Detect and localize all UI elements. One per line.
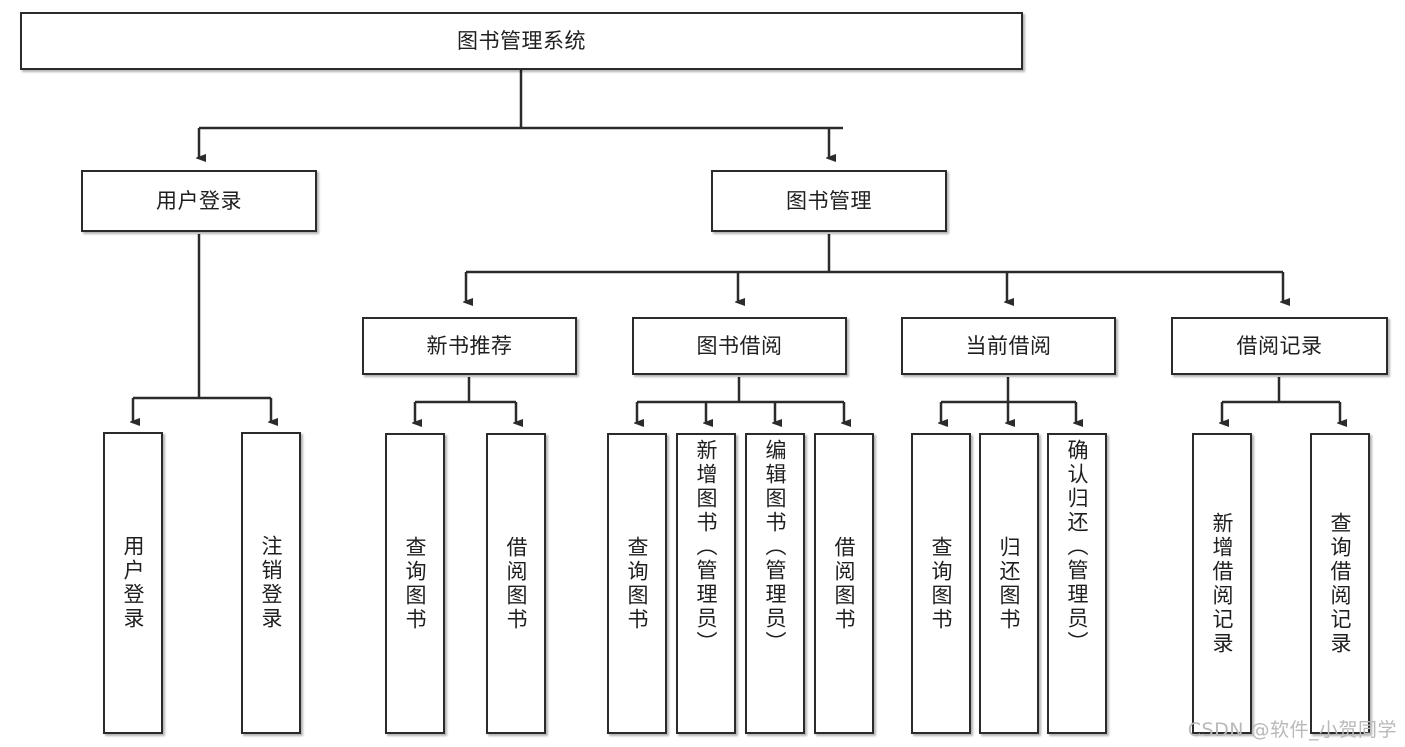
node-label: 编辑图书（管理员） bbox=[763, 439, 788, 655]
node-label: 新书推荐 bbox=[426, 333, 513, 358]
node-leaf-query-book-3[interactable]: 查询图书 bbox=[911, 433, 971, 734]
node-label: 当前借阅 bbox=[965, 333, 1052, 358]
node-label: 新增图书（管理员） bbox=[694, 439, 719, 655]
node-leaf-borrow-book-1[interactable]: 借阅图书 bbox=[486, 433, 546, 734]
node-book-management[interactable]: 图书管理 bbox=[711, 170, 947, 232]
node-label: 图书管理 bbox=[786, 188, 872, 213]
node-label: 查询图书 bbox=[403, 535, 428, 632]
node-book-management-system[interactable]: 图书管理系统 bbox=[20, 12, 1023, 70]
node-label: 查询图书 bbox=[929, 535, 954, 632]
node-leaf-logout-login[interactable]: 注销登录 bbox=[241, 432, 301, 734]
node-label: 确认归还（管理员） bbox=[1065, 439, 1090, 655]
node-leaf-query-book-2[interactable]: 查询图书 bbox=[607, 433, 667, 734]
node-leaf-edit-book[interactable]: 编辑图书（管理员） bbox=[745, 433, 805, 734]
node-leaf-confirm-return[interactable]: 确认归还（管理员） bbox=[1047, 433, 1107, 734]
node-label: 图书管理系统 bbox=[457, 28, 586, 53]
node-book-borrow[interactable]: 图书借阅 bbox=[632, 317, 847, 375]
node-label: 借阅图书 bbox=[504, 535, 529, 632]
node-label: 查询图书 bbox=[625, 535, 650, 632]
node-label: 借阅图书 bbox=[832, 535, 857, 632]
node-leaf-add-borrow-record[interactable]: 新增借阅记录 bbox=[1192, 433, 1252, 734]
node-label: 查询借阅记录 bbox=[1328, 511, 1353, 656]
watermark-text: CSDN @软件_小贺同学 bbox=[1187, 719, 1397, 741]
node-leaf-add-book[interactable]: 新增图书（管理员） bbox=[676, 433, 736, 734]
node-leaf-borrow-book-2[interactable]: 借阅图书 bbox=[814, 433, 874, 734]
node-new-book-recommend[interactable]: 新书推荐 bbox=[362, 317, 577, 375]
node-leaf-return-book[interactable]: 归还图书 bbox=[979, 433, 1039, 734]
node-label: 图书借阅 bbox=[696, 333, 783, 358]
node-borrow-record[interactable]: 借阅记录 bbox=[1171, 317, 1388, 375]
node-label: 注销登录 bbox=[259, 535, 284, 631]
node-label: 用户登录 bbox=[121, 535, 146, 631]
node-leaf-query-book-1[interactable]: 查询图书 bbox=[385, 433, 445, 734]
node-leaf-user-login[interactable]: 用户登录 bbox=[103, 432, 163, 734]
node-user-login[interactable]: 用户登录 bbox=[81, 170, 317, 232]
node-label: 归还图书 bbox=[997, 535, 1022, 632]
node-label: 借阅记录 bbox=[1236, 333, 1323, 358]
node-label: 用户登录 bbox=[156, 188, 242, 213]
node-leaf-query-borrow-record[interactable]: 查询借阅记录 bbox=[1310, 433, 1370, 734]
node-current-borrow[interactable]: 当前借阅 bbox=[901, 317, 1116, 375]
node-label: 新增借阅记录 bbox=[1210, 511, 1235, 656]
